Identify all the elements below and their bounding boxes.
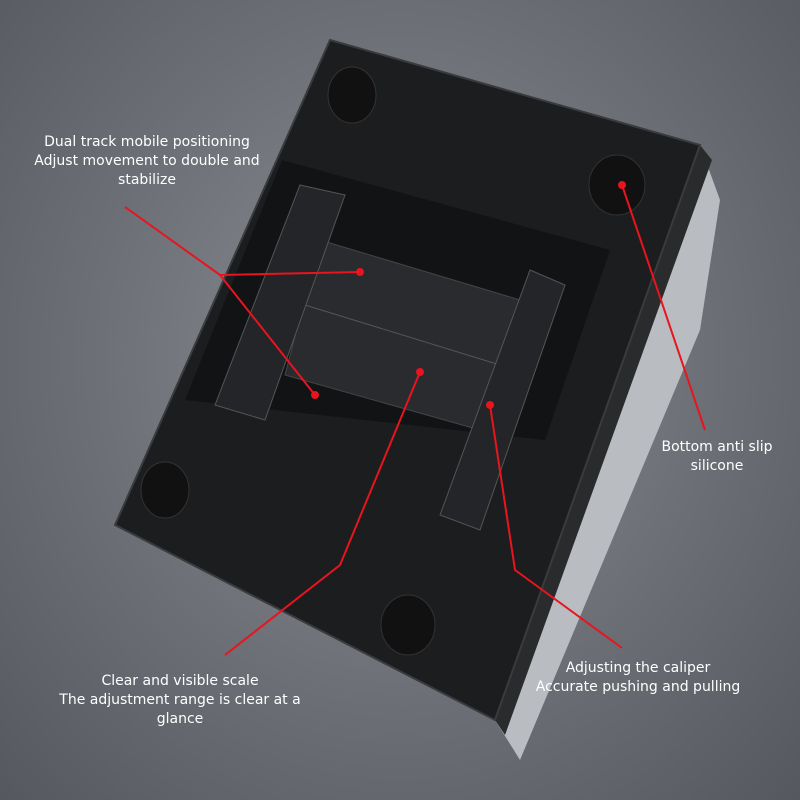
scale-line [304,304,501,366]
caliper-right [439,269,566,531]
label-line: silicone [690,458,744,474]
annotation-lines [124,184,706,656]
label-line: Accurate pushing and pulling [535,679,741,695]
silicone-foot [588,154,646,216]
silicone-foot [380,594,436,656]
caliper-left [214,184,346,421]
label-line: Dual track mobile positioning [44,134,250,150]
label-scale: Clear and visible scale The adjustment r… [40,672,320,729]
label-anti-slip: Bottom anti slip silicone [647,438,787,476]
label-dual-track: Dual track mobile positioning Adjust mov… [22,133,272,190]
label-caliper: Adjusting the caliper Accurate pushing a… [518,659,758,697]
annotation-dots [311,181,626,409]
label-line: Bottom anti slip [661,439,773,455]
silicone-foot [327,66,377,124]
label-line: Adjust movement to double and [34,153,260,169]
label-line: stabilize [118,172,176,188]
label-line: Adjusting the caliper [565,660,711,676]
label-line: Clear and visible scale [101,673,259,689]
label-line: glance [156,711,204,727]
silicone-foot [140,461,190,519]
label-line: The adjustment range is clear at a [59,692,301,708]
